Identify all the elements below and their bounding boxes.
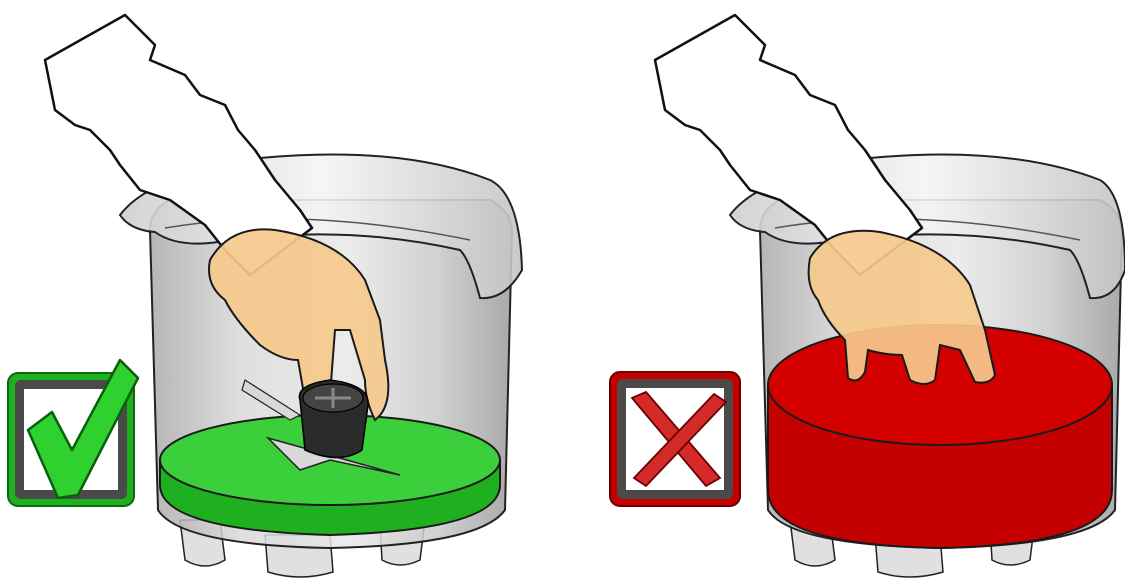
panel-incorrect xyxy=(610,15,1125,577)
red-level-disc xyxy=(768,325,1112,548)
correct-check-badge xyxy=(8,360,138,506)
panel-correct xyxy=(8,15,522,577)
incorrect-x-badge xyxy=(610,372,740,506)
